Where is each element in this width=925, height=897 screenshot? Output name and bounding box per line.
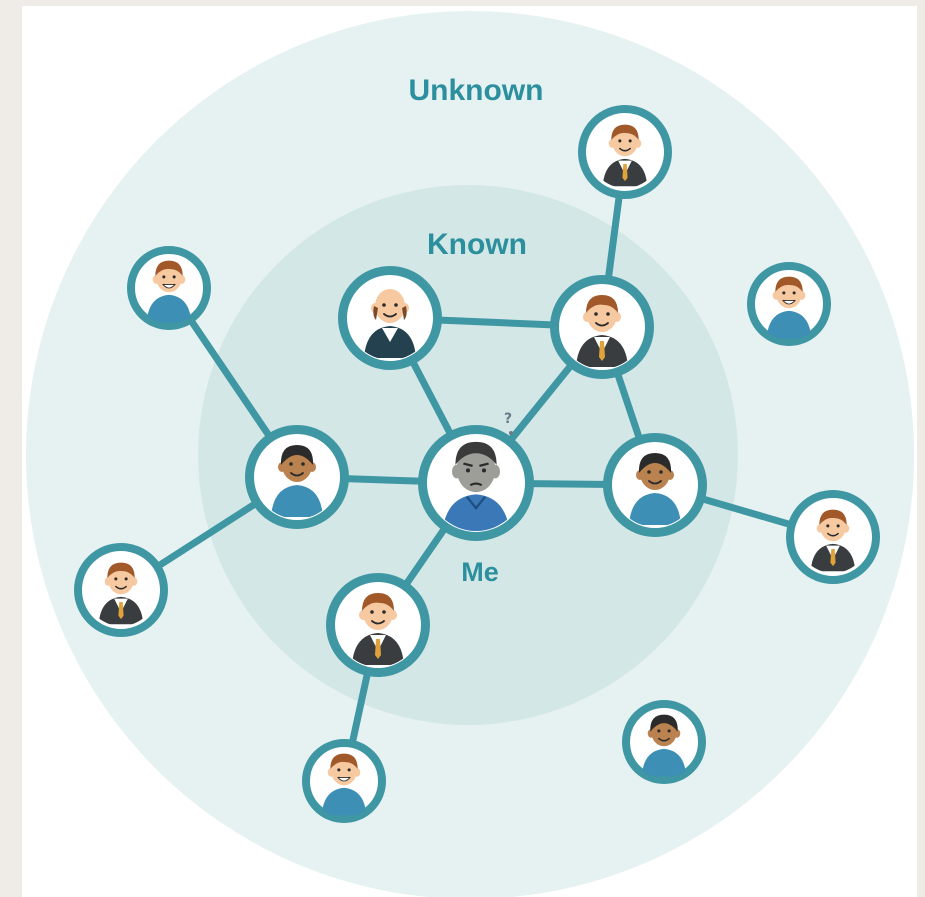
person-node-k-right [603,433,707,537]
bald-man-icon [364,289,416,358]
person-node-u-topright [747,262,831,346]
unknown-zone-label: Unknown [409,74,544,107]
man-in-suit-icon [810,509,856,572]
dark-skinned-man-icon [629,453,681,525]
man-in-suit-icon [576,295,628,367]
person-node-k-bottom [326,573,430,677]
me-label: Me [461,557,499,587]
man-in-suit-icon [602,124,648,187]
person-node-u-topleft [127,246,211,330]
diagram-canvas: ? Unknown Known Me [22,6,917,897]
person-node-me: ? [418,411,534,541]
smiling-man-icon [321,753,367,816]
dark-skinned-man-icon [641,714,687,777]
person-node-u-bottom [302,739,386,823]
person-node-u-right [786,490,880,584]
svg-text:?: ? [504,411,512,427]
man-in-suit-icon [98,562,144,625]
worried-man-icon [441,441,511,531]
person-node-k-bald [338,266,442,370]
person-node-k-suit [550,275,654,379]
dark-skinned-man-icon [271,445,323,517]
network-diagram: ? Unknown Known Me [26,11,914,897]
known-zone-label: Known [427,228,527,261]
question-mark-icon: ? [504,411,513,435]
person-node-u-bottomright [622,700,706,784]
man-in-suit-icon [352,593,404,665]
person-node-u-top [578,105,672,199]
smiling-man-icon [766,276,812,339]
person-node-u-left [74,543,168,637]
person-node-k-left [245,425,349,529]
people-nodes: ? [74,105,880,823]
smiling-man-icon [146,260,192,323]
